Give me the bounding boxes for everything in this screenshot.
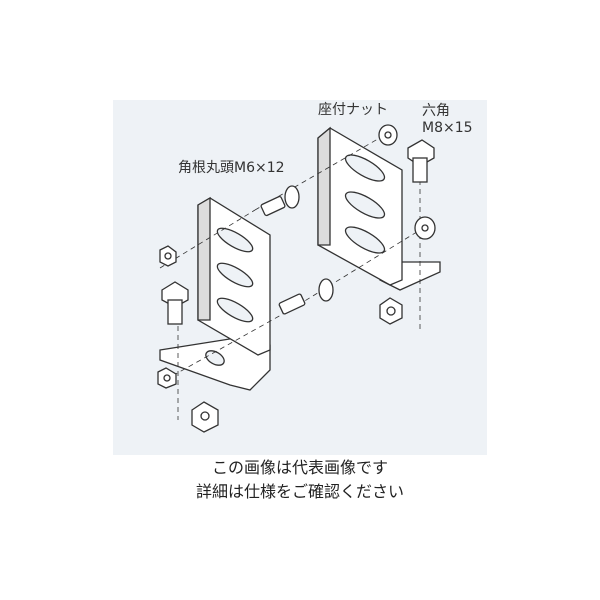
caption-line1: この画像は代表画像です (211, 458, 388, 477)
flange-nut-label: 座付ナット (318, 102, 388, 118)
hex-bolt-label-line1: 六角 (422, 103, 450, 119)
hex-bolt-label-line2: M8×15 (422, 120, 473, 136)
right-bracket (317, 126, 441, 291)
hardware (157, 124, 436, 433)
caption-line2: 詳細は仕様をご確認ください (195, 482, 404, 501)
left-bracket (159, 196, 271, 391)
carriage-bolt-label: 角根丸頭M6×12 (178, 160, 285, 176)
